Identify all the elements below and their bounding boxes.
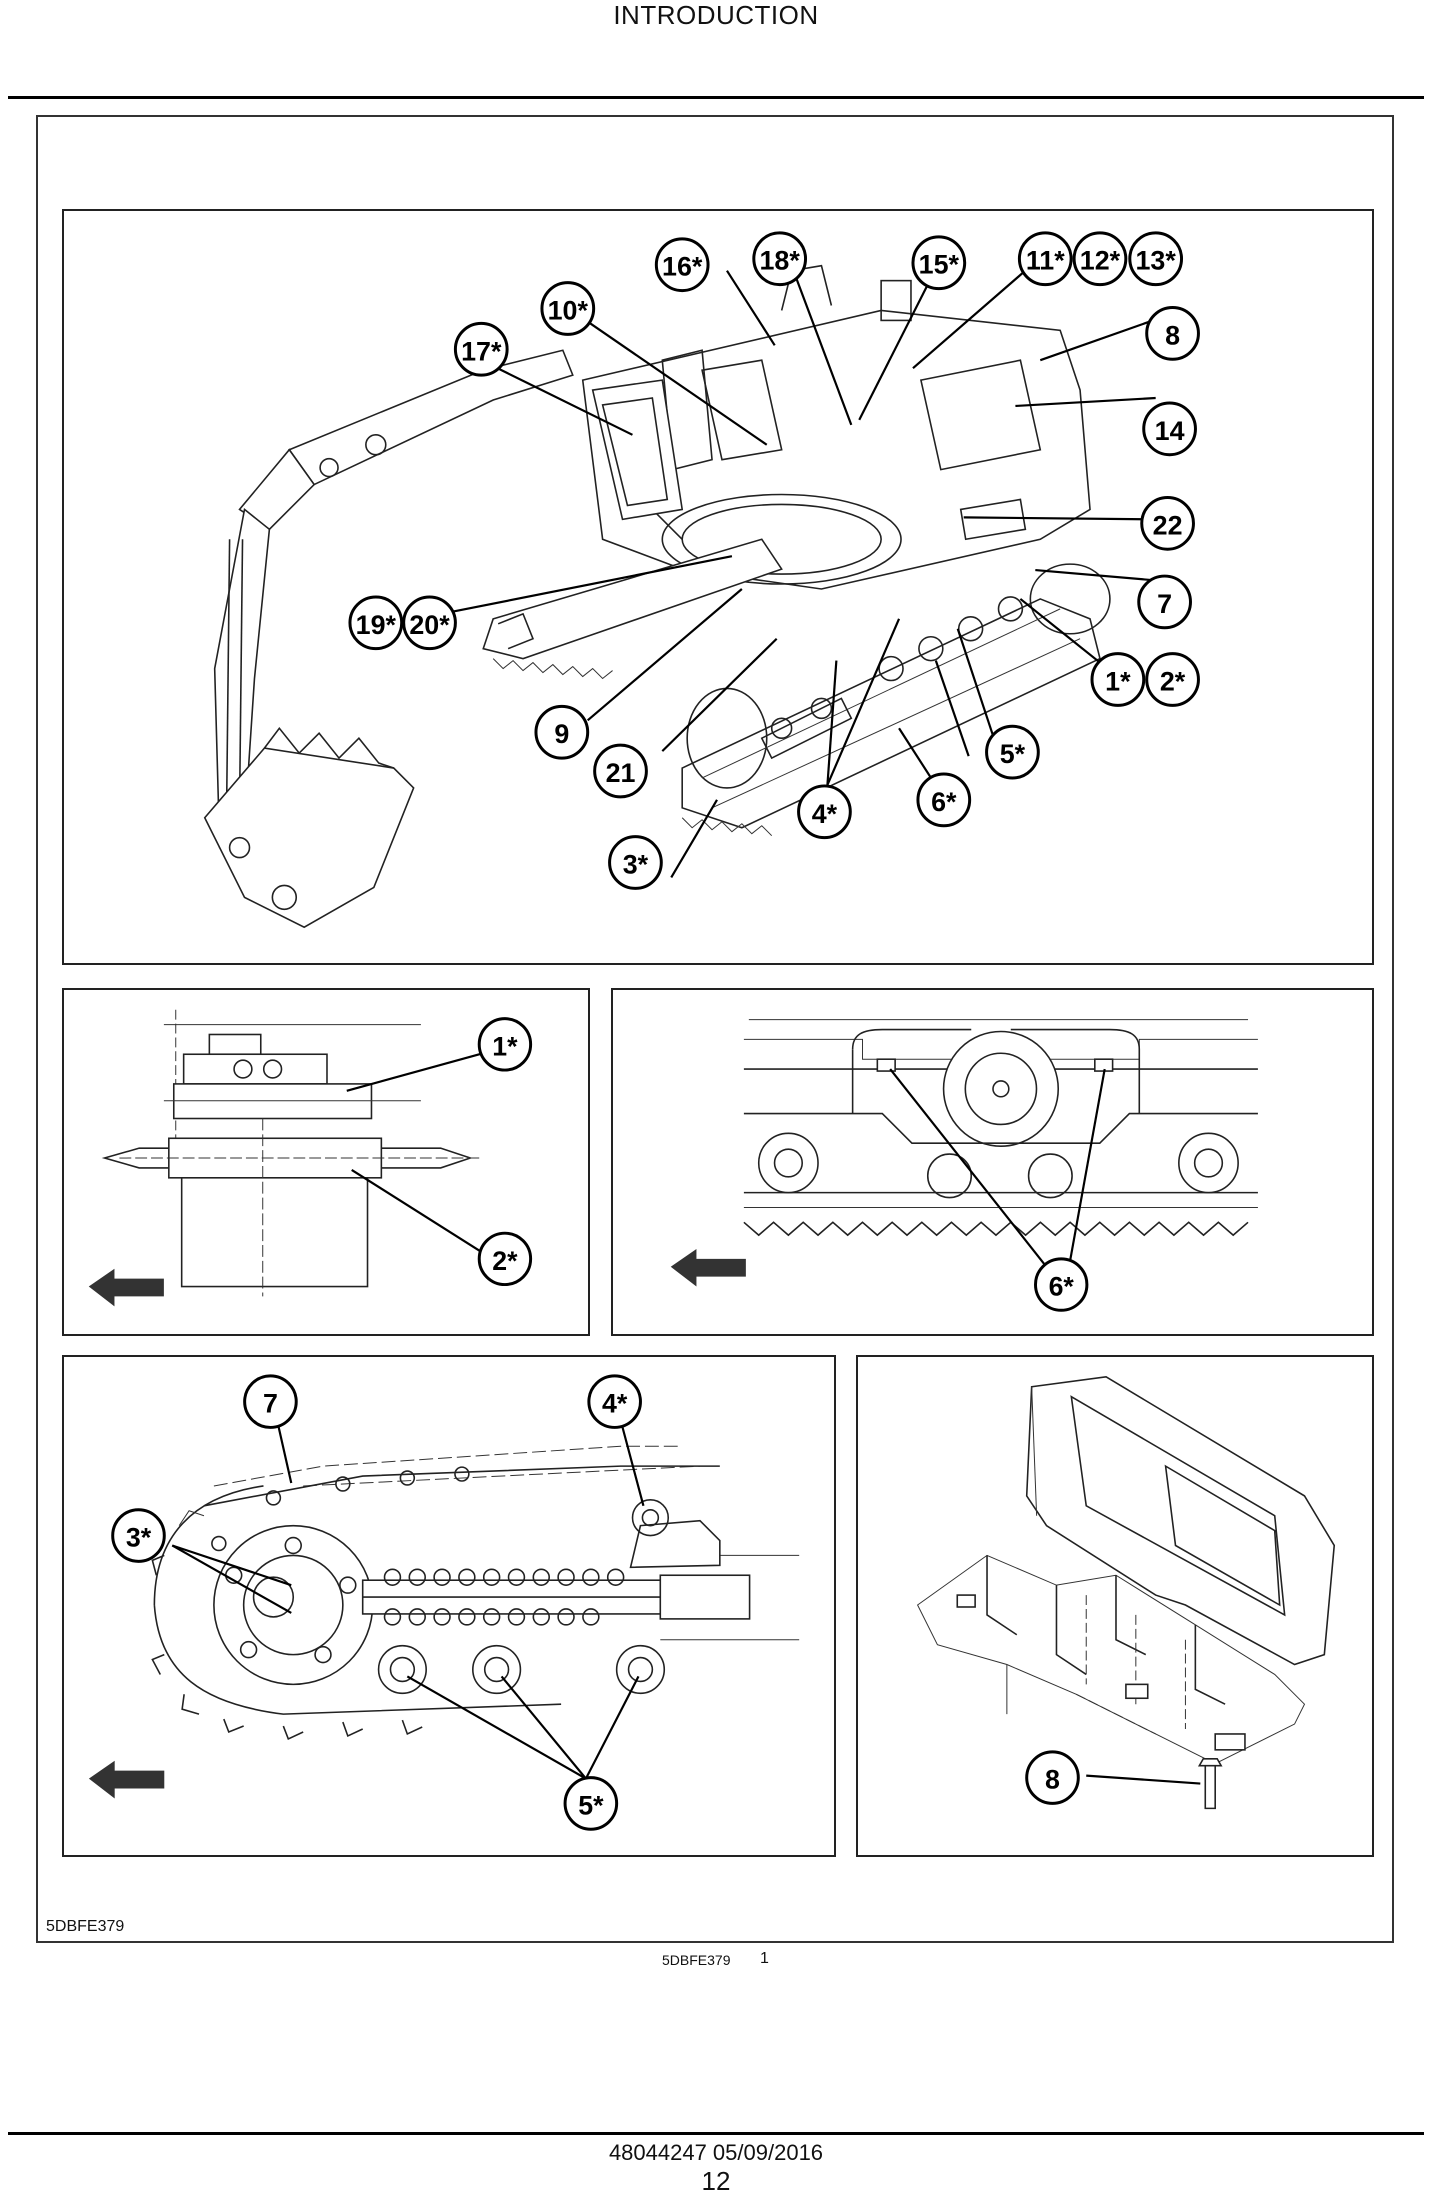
svg-text:22: 22	[1153, 510, 1183, 540]
svg-text:6*: 6*	[1049, 1272, 1075, 1302]
callout-4: 4*	[797, 784, 852, 840]
callout-undercarriage-3: 3*	[111, 1508, 166, 1563]
svg-text:3*: 3*	[126, 1523, 152, 1553]
callout-final-drive-1: 1*	[477, 1017, 533, 1072]
page-header-title: INTRODUCTION	[613, 0, 819, 30]
direction-arrow-icon	[88, 1268, 164, 1307]
figure-caption-number: 1	[760, 1950, 769, 1967]
callout-18: 18*	[752, 231, 808, 287]
callout-11: 11*	[1017, 231, 1073, 287]
direction-arrow-icon-2	[670, 1248, 746, 1287]
callout-14: 14	[1142, 401, 1197, 457]
callout-counterweight-8: 8	[1025, 1750, 1080, 1805]
svg-text:2*: 2*	[492, 1246, 518, 1276]
final-drive-drawing: 1* 2*	[88, 1009, 533, 1307]
svg-text:7: 7	[263, 1389, 278, 1419]
callout-21: 21	[593, 743, 648, 799]
callout-22: 22	[1140, 495, 1195, 551]
callout-2: 2*	[1145, 652, 1200, 707]
callout-5: 5*	[985, 724, 1040, 780]
callout-20: 20*	[402, 595, 457, 651]
svg-text:11*: 11*	[1026, 246, 1065, 276]
svg-text:17*: 17*	[461, 336, 502, 366]
counterweight-drawing: 8	[916, 1376, 1336, 1810]
callout-track-6: 6*	[1034, 1257, 1089, 1312]
footer-doc-reference: 48044247 05/09/2016	[608, 2140, 824, 2165]
callout-undercarriage-5: 5*	[563, 1776, 619, 1831]
callout-undercarriage-7: 7	[243, 1374, 298, 1429]
svg-text:19*: 19*	[356, 610, 397, 640]
svg-text:1*: 1*	[1105, 666, 1131, 696]
svg-text:2*: 2*	[1160, 666, 1186, 696]
svg-text:3*: 3*	[623, 850, 649, 880]
header-rule	[8, 96, 1424, 99]
svg-text:1*: 1*	[492, 1031, 518, 1061]
panel-counterweight: 8	[856, 1355, 1374, 1857]
panel-track-guard: 6*	[611, 988, 1374, 1336]
callout-19: 19*	[348, 595, 404, 651]
svg-text:6*: 6*	[931, 787, 957, 817]
svg-text:4*: 4*	[812, 799, 838, 829]
callout-7: 7	[1137, 574, 1192, 630]
direction-arrow-icon-3	[88, 1760, 165, 1799]
svg-text:5*: 5*	[578, 1790, 604, 1820]
figure-frame	[36, 115, 1394, 1943]
panel-undercarriage: 7 4* 3* 5*	[62, 1355, 836, 1857]
callout-10: 10*	[540, 281, 596, 336]
svg-text:21: 21	[606, 758, 636, 788]
svg-text:7: 7	[1157, 589, 1172, 619]
figure-caption-ref: 5DBFE379	[662, 1952, 731, 1968]
callout-17: 17*	[453, 321, 509, 377]
svg-text:15*: 15*	[919, 250, 960, 280]
callout-9: 9	[534, 704, 590, 760]
callout-3: 3*	[608, 835, 663, 890]
callout-15: 15*	[911, 235, 967, 291]
svg-text:4*: 4*	[602, 1389, 628, 1419]
svg-text:13*: 13*	[1136, 246, 1177, 276]
excavator-overview-drawing: 16* 18* 15* 11* 12* 13* 10* 8 17* 14 22 …	[203, 231, 1200, 929]
svg-text:9: 9	[554, 719, 569, 749]
track-guard-drawing: 6*	[670, 1019, 1258, 1312]
callout-final-drive-2: 2*	[477, 1231, 533, 1287]
callout-16: 16*	[654, 237, 710, 293]
footer-rule	[8, 2132, 1424, 2135]
footer-page-number: 12	[701, 2166, 731, 2196]
svg-text:20*: 20*	[409, 610, 450, 640]
panel-excavator-overview: 16* 18* 15* 11* 12* 13* 10* 8 17* 14 22 …	[62, 209, 1374, 965]
callout-12: 12*	[1072, 231, 1128, 287]
panel-final-drive: 1* 2*	[62, 988, 590, 1336]
callout-undercarriage-4: 4*	[587, 1374, 642, 1429]
callout-13: 13*	[1128, 231, 1184, 287]
figure-id-label: 5DBFE379	[46, 1918, 125, 1935]
callout-6: 6*	[916, 772, 972, 828]
svg-text:14: 14	[1155, 416, 1185, 446]
svg-text:12*: 12*	[1080, 246, 1121, 276]
callout-8: 8	[1145, 305, 1200, 361]
svg-text:8: 8	[1165, 320, 1180, 350]
svg-text:16*: 16*	[662, 252, 703, 282]
svg-text:8: 8	[1045, 1765, 1060, 1795]
svg-text:10*: 10*	[548, 295, 589, 325]
undercarriage-drawing: 7 4* 3* 5*	[88, 1374, 800, 1831]
svg-text:18*: 18*	[760, 246, 801, 276]
callout-1: 1*	[1090, 652, 1146, 707]
svg-text:5*: 5*	[1000, 739, 1026, 769]
